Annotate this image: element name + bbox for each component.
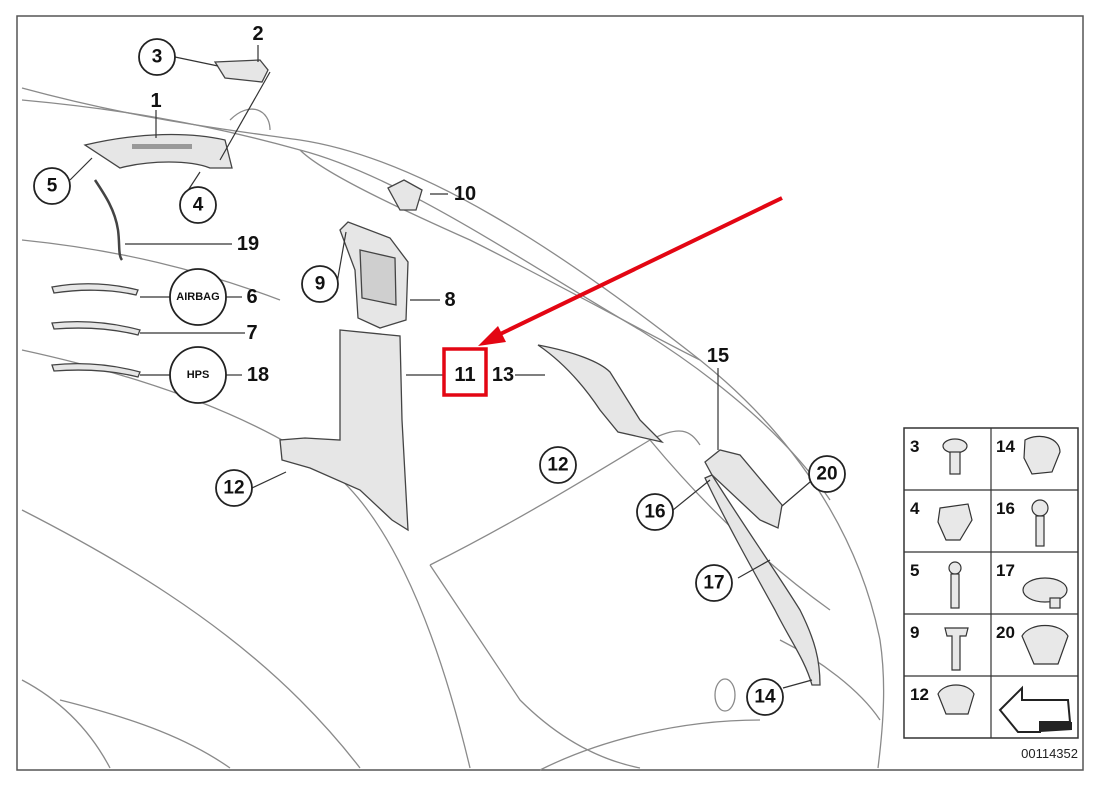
callout-14: 14 (754, 687, 776, 708)
leader-lines (69, 45, 813, 689)
callout-circles (33, 38, 846, 716)
label-2: 2 (252, 23, 263, 45)
red-arrow (478, 196, 783, 346)
part-17-shape (704, 474, 821, 686)
legend-cap-17-icon (1022, 577, 1068, 603)
label-1: 1 (150, 90, 161, 112)
label-19: 19 (237, 233, 259, 255)
part-6-shape (51, 283, 139, 296)
legend-label-9: 9 (910, 623, 919, 642)
part-1-shape (83, 133, 233, 169)
callout-4: 4 (193, 195, 204, 216)
legend-clip-14-icon (1023, 435, 1061, 475)
label-11: 11 (454, 364, 475, 386)
callout-5: 5 (47, 176, 58, 197)
fastener-legend: 3 14 4 16 5 17 9 20 12 (903, 427, 1079, 739)
label-10: 10 (454, 183, 476, 205)
legend-label-5: 5 (910, 561, 919, 580)
part-10-shape (387, 179, 423, 211)
label-13: 13 (492, 364, 514, 386)
part-11-shape (279, 329, 409, 532)
callout-17: 17 (703, 573, 724, 594)
part-drawings (51, 59, 821, 686)
callout-12-left: 12 (223, 478, 244, 499)
legend-label-3: 3 (910, 437, 919, 456)
legend-label-16: 16 (996, 499, 1015, 518)
legend-bolt-9-icon (944, 627, 969, 671)
legend-screw-5-icon (948, 561, 962, 575)
airbag-badge: AIRBAG (176, 291, 219, 303)
part-16-shape (704, 449, 783, 529)
label-7: 7 (246, 322, 257, 344)
legend-label-14: 14 (996, 437, 1015, 456)
legend-label-12: 12 (910, 685, 929, 704)
legend-clip-12-icon (937, 684, 975, 715)
hps-badge: HPS (187, 369, 210, 381)
callout-12-right: 12 (547, 455, 568, 476)
part-2-shape (213, 59, 269, 83)
legend-rivet-4-icon (937, 503, 973, 541)
callout-20: 20 (816, 464, 837, 485)
legend-label-20: 20 (996, 623, 1015, 642)
label-15: 15 (707, 345, 729, 367)
callout-9: 9 (315, 274, 326, 295)
legend-label-17: 17 (996, 561, 1015, 580)
part-19-shape (93, 179, 124, 261)
highlight-box-11 (442, 347, 488, 397)
part-18-shape (51, 363, 141, 378)
legend-clip-3-icon (942, 438, 968, 454)
legend-grommet-20-icon (1021, 624, 1069, 665)
label-8: 8 (444, 289, 455, 311)
drawing-number: 00114352 (1021, 746, 1078, 761)
callout-16: 16 (644, 502, 665, 523)
label-18: 18 (247, 364, 269, 386)
callout-3: 3 (152, 47, 163, 68)
part-13-shape (537, 344, 665, 444)
part-7-shape (51, 321, 141, 336)
label-6: 6 (246, 286, 257, 308)
legend-screw-16-icon (1031, 499, 1049, 517)
legend-label-4: 4 (910, 499, 920, 518)
